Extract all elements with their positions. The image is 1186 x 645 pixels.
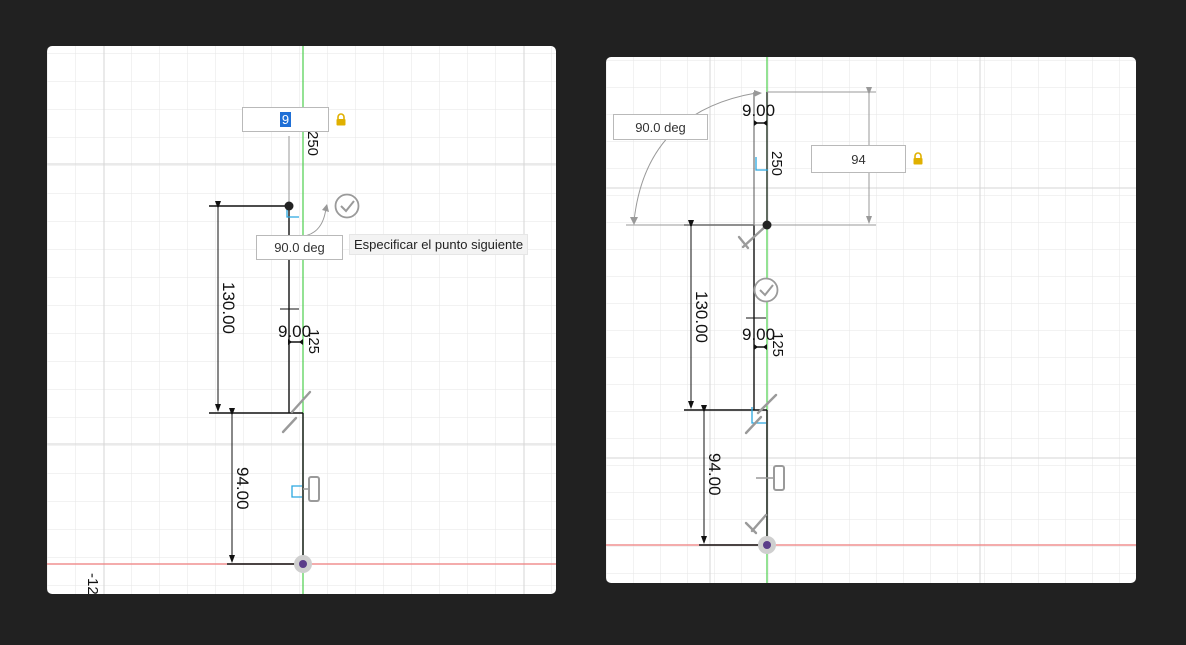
dim-130-left: 130.00: [219, 282, 238, 334]
dim-125-left: 125: [305, 329, 322, 354]
dim-250-left: 250: [304, 131, 321, 156]
dim-94-right: 94.00: [705, 453, 724, 496]
dim-130-right: 130.00: [692, 291, 711, 343]
next-point-tooltip: Especificar el punto siguiente: [349, 234, 529, 255]
length-input-value: 9: [279, 112, 292, 127]
sketch-svg-left: 250 130.00 9.00 125 94.00 -12: [47, 46, 556, 594]
angle-input-left[interactable]: 90.0 deg: [256, 235, 343, 260]
dim-125-right: 125: [769, 332, 786, 357]
confirm-check-icon: [334, 193, 360, 219]
sketch-canvas-right[interactable]: 9.00 250 130.00 9.00 125 94.00 90.0 deg …: [606, 57, 1136, 583]
angle-input-right[interactable]: 90.0 deg: [613, 114, 708, 140]
lock-icon[interactable]: [335, 113, 347, 126]
confirm-check-icon: [753, 277, 779, 303]
dim-9-left: 9.00: [278, 322, 311, 341]
length-input-right[interactable]: 94: [811, 145, 906, 173]
corner-coordinate-left: -12: [84, 573, 101, 594]
sketch-canvas-left[interactable]: 250 130.00 9.00 125 94.00 -12 9 90.0 deg…: [47, 46, 556, 594]
dim-9-right: 9.00: [742, 325, 775, 344]
dim-250-right: 250: [768, 151, 785, 176]
dim-94-left: 94.00: [233, 467, 252, 510]
sketch-svg-right: 9.00 250 130.00 9.00 125 94.00: [606, 57, 1136, 583]
length-input-left[interactable]: 9: [242, 107, 329, 132]
dim-9-top-right: 9.00: [742, 101, 775, 120]
lock-icon[interactable]: [912, 152, 924, 165]
